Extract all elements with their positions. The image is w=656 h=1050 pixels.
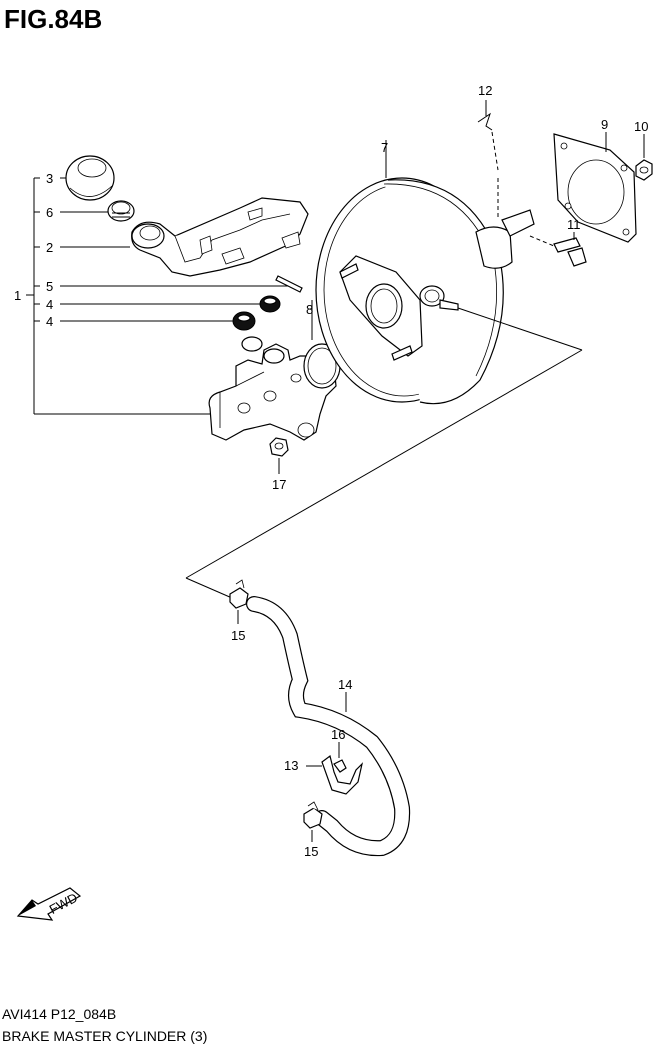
callout-8: 8 — [306, 302, 313, 317]
grommet-lower-part — [232, 311, 256, 331]
callout-15b: 15 — [304, 844, 318, 859]
callout-5: 5 — [46, 279, 53, 294]
strainer-part — [107, 200, 135, 222]
callout-14: 14 — [338, 677, 352, 692]
vacuum-hose-part — [246, 596, 411, 857]
callout-15a: 15 — [231, 628, 245, 643]
callout-12: 12 — [478, 83, 492, 98]
callout-13: 13 — [284, 758, 298, 773]
diagram-title: BRAKE MASTER CYLINDER (3) — [2, 1028, 208, 1044]
callout-6: 6 — [46, 205, 53, 220]
callout-4b: 4 — [46, 314, 53, 329]
bolt-16-part — [333, 742, 347, 773]
brake-booster-part — [315, 140, 535, 405]
callout-1: 1 — [14, 288, 21, 303]
clevis-pin-11-part — [529, 232, 587, 267]
assembly-bracket — [26, 177, 290, 415]
hose-guide-lines — [185, 307, 583, 599]
hose-clamp-upper-part — [229, 579, 249, 624]
callout-2: 2 — [46, 240, 53, 255]
figure-title: FIG.84B — [4, 4, 103, 34]
hose-clamp-lower-part — [303, 801, 323, 842]
clip-12-part — [477, 100, 499, 220]
grommet-upper-part — [259, 295, 281, 313]
diagram-code: AVI414 P12_084B — [2, 1006, 117, 1022]
callout-9: 9 — [601, 117, 608, 132]
fwd-label: FWD — [47, 890, 80, 917]
nut-17-part — [269, 437, 289, 474]
hose-bracket-13-part — [306, 754, 364, 795]
callout-3: 3 — [46, 171, 53, 186]
gasket-9-part — [553, 132, 637, 243]
callout-4a: 4 — [46, 297, 53, 312]
callout-11: 11 — [567, 217, 581, 232]
pin-part — [275, 275, 303, 293]
fwd-arrow-icon: FWD — [16, 887, 82, 921]
callout-16: 16 — [331, 727, 345, 742]
o-ring-part — [303, 300, 341, 389]
reservoir-cap-part — [65, 155, 115, 201]
callout-7: 7 — [381, 140, 388, 155]
callout-17: 17 — [272, 477, 286, 492]
reservoir-tank-part — [131, 197, 309, 277]
callout-10: 10 — [634, 119, 648, 134]
nut-10-part — [635, 134, 653, 181]
